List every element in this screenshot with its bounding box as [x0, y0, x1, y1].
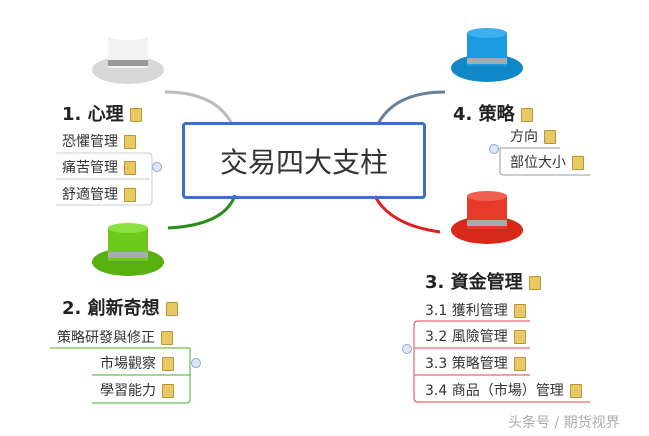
note-icon[interactable] — [513, 357, 526, 371]
central-topic[interactable]: 交易四大支柱 — [182, 122, 426, 199]
topic-label: 4. 策略 — [453, 104, 515, 125]
subtopic-label: 市場觀察 — [100, 356, 156, 372]
subtopic-label: 3.4 商品（市場）管理 — [425, 383, 564, 399]
subtopic-label: 3.1 獲利管理 — [425, 303, 508, 319]
note-icon[interactable] — [162, 384, 174, 398]
note-icon[interactable] — [572, 156, 584, 170]
subtopic[interactable]: 3.1 獲利管理 — [425, 300, 526, 320]
subtopic[interactable]: 3.3 策略管理 — [425, 353, 526, 373]
topic-psychology[interactable]: 1. 心理 — [62, 100, 142, 126]
subtopic[interactable]: 3.2 風險管理 — [425, 326, 526, 346]
subtopic-label: 策略研發與修正 — [57, 330, 155, 346]
subtopic[interactable]: 舒適管理 — [62, 184, 136, 204]
watermark: 头条号 / 期货视界 — [508, 415, 620, 431]
subtopic-label: 學習能力 — [100, 383, 156, 399]
subtopic-label: 舒適管理 — [62, 187, 118, 203]
subtopic-label: 3.2 風險管理 — [425, 329, 508, 345]
subtopic-label: 部位大小 — [510, 155, 566, 171]
note-icon[interactable] — [165, 302, 178, 316]
topic-label: 2. 創新奇想 — [62, 298, 160, 319]
red-hat-icon — [451, 191, 523, 244]
subtopic[interactable]: 市場觀察 — [100, 353, 174, 373]
blue-hat-icon — [451, 28, 523, 82]
collapse-toggle[interactable] — [402, 344, 412, 354]
note-icon[interactable] — [520, 108, 533, 122]
subtopic[interactable]: 痛苦管理 — [62, 157, 136, 177]
note-icon[interactable] — [124, 135, 136, 149]
subtopic[interactable]: 恐懼管理 — [62, 131, 136, 151]
note-icon[interactable] — [124, 188, 136, 202]
subtopic-label: 恐懼管理 — [62, 134, 118, 150]
collapse-toggle[interactable] — [191, 358, 201, 368]
subtopic[interactable]: 部位大小 — [510, 152, 584, 172]
note-icon[interactable] — [544, 130, 556, 144]
note-icon[interactable] — [162, 357, 174, 371]
note-icon[interactable] — [569, 384, 582, 398]
subtopic[interactable]: 方向 — [510, 126, 556, 146]
collapse-toggle[interactable] — [152, 162, 162, 172]
topic-label: 1. 心理 — [62, 104, 124, 125]
subtopic[interactable]: 3.4 商品（市場）管理 — [425, 380, 582, 400]
collapse-toggle[interactable] — [489, 144, 499, 154]
topic-strategy[interactable]: 4. 策略 — [453, 100, 533, 126]
subtopic-label: 方向 — [510, 129, 538, 145]
note-icon[interactable] — [513, 304, 526, 318]
subtopic[interactable]: 學習能力 — [100, 380, 174, 400]
note-icon[interactable] — [528, 276, 541, 290]
green-hat-icon — [92, 223, 164, 276]
note-icon[interactable] — [513, 330, 526, 344]
topic-innovation[interactable]: 2. 創新奇想 — [62, 294, 178, 320]
note-icon[interactable] — [124, 161, 136, 175]
note-icon[interactable] — [161, 331, 173, 345]
topic-money-management[interactable]: 3. 資金管理 — [425, 268, 541, 294]
white-hat-icon — [92, 30, 164, 84]
topic-label: 3. 資金管理 — [425, 272, 523, 293]
subtopic[interactable]: 策略研發與修正 — [57, 327, 173, 347]
subtopic-label: 3.3 策略管理 — [425, 356, 508, 372]
subtopic-label: 痛苦管理 — [62, 160, 118, 176]
note-icon[interactable] — [129, 108, 142, 122]
